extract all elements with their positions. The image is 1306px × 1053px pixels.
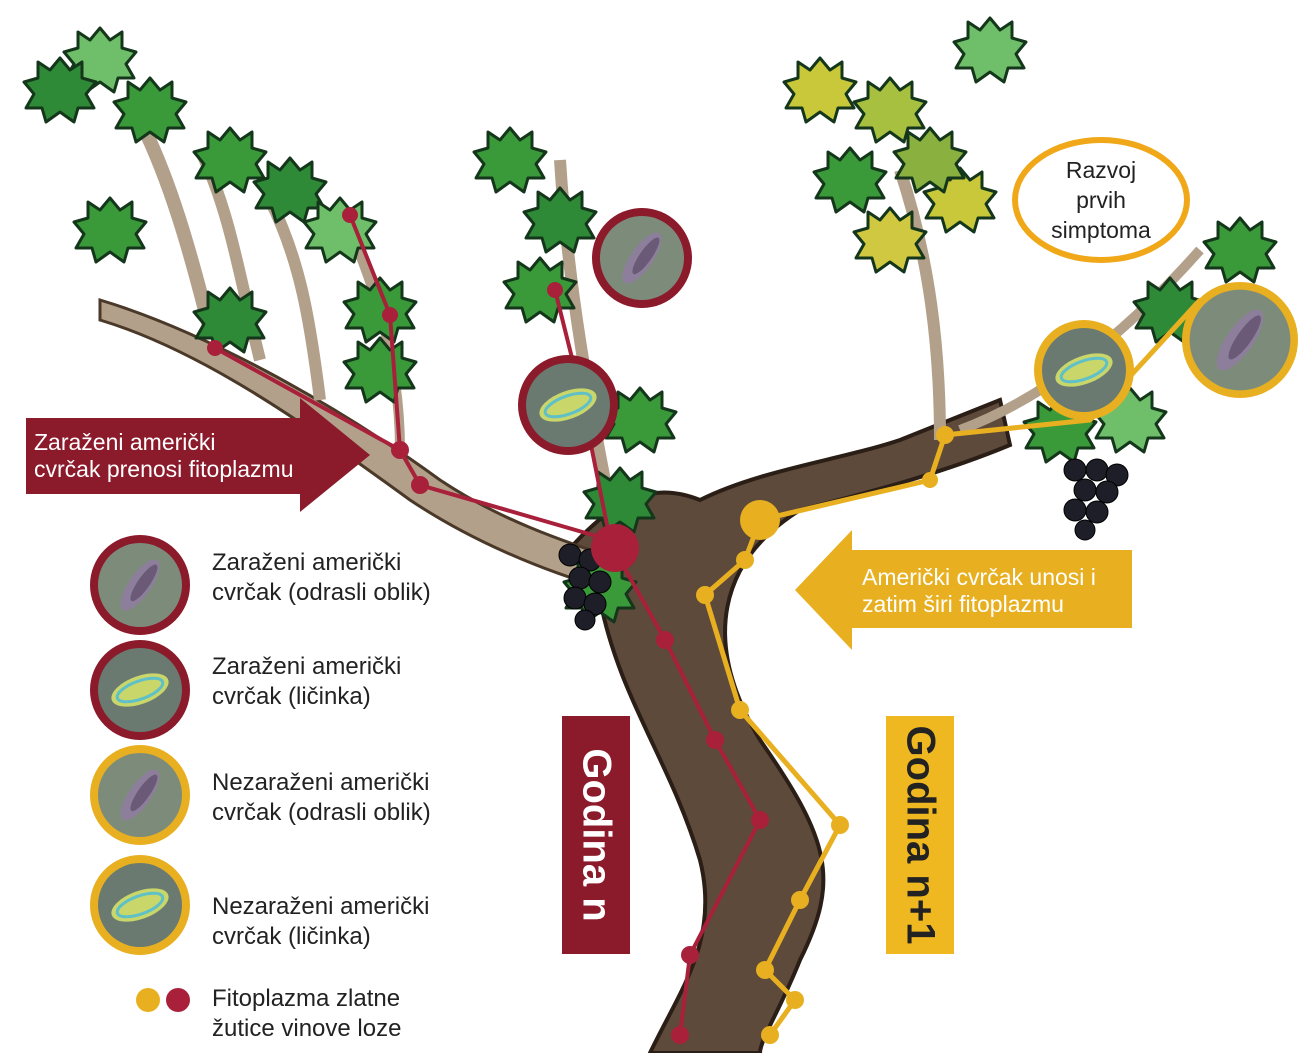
introduces-spreads-label: Američki cvrčak unosi i zatim širi fitop… <box>862 564 1096 618</box>
uninfected-larva-icon <box>90 855 190 955</box>
legend-infected-larva: Zaraženi američki cvrčak (ličinka) <box>212 652 401 712</box>
infected-transmits-label: Zaraženi američki cvrčak prenosi fitopla… <box>34 429 294 483</box>
year-n1-label: Godina n+1 <box>898 726 943 945</box>
phytoplasma-dots-icon <box>136 988 190 1012</box>
uninfected-larva-on-vine <box>1034 320 1134 420</box>
legend-phytoplasma: Fitoplazma zlatne žutice vinove loze <box>212 984 401 1044</box>
infected-larva-icon <box>90 640 190 740</box>
legend-infected-adult: Zaraženi američki cvrčak (odrasli oblik) <box>212 548 431 608</box>
infected-adult-on-vine <box>592 208 692 308</box>
legend-uninfected-larva: Nezaraženi američki cvrčak (ličinka) <box>212 892 429 952</box>
year-n-label: Godina n <box>574 748 619 921</box>
infected-adult-icon <box>90 535 190 635</box>
first-symptoms-bubble: Razvoj prvih simptoma <box>1012 137 1190 263</box>
legend-uninfected-adult: Nezaraženi američki cvrčak (odrasli obli… <box>212 768 431 828</box>
uninfected-adult-icon <box>90 745 190 845</box>
uninfected-adult-on-vine <box>1182 282 1298 398</box>
infected-larva-on-vine <box>518 355 618 455</box>
first-symptoms-label: Razvoj prvih simptoma <box>1051 155 1151 245</box>
